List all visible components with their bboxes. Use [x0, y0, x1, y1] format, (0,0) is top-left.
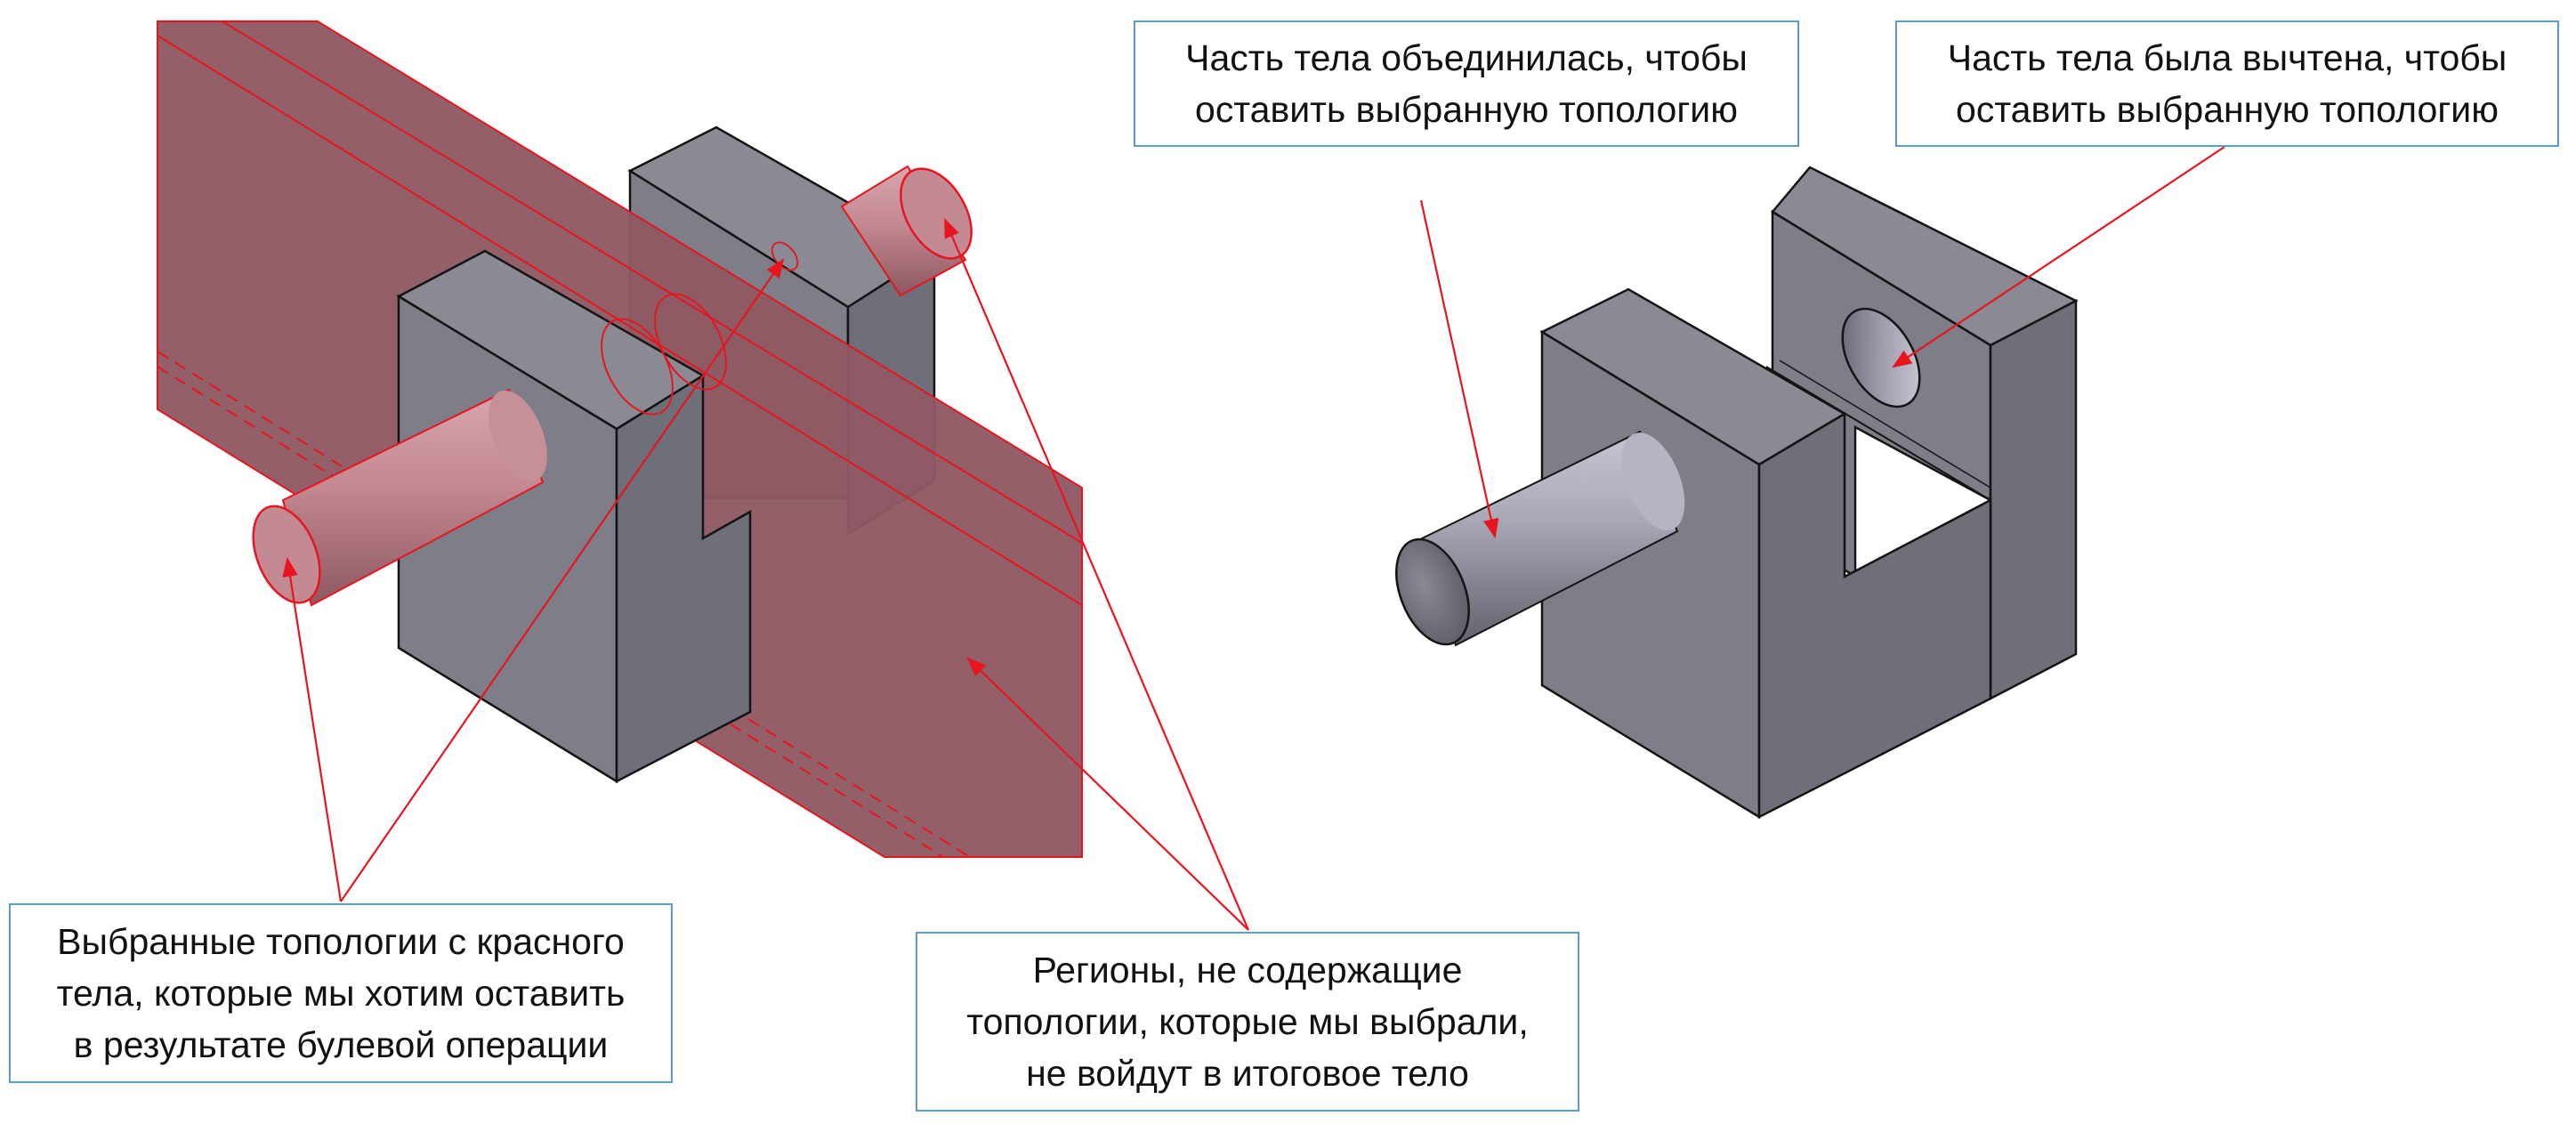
- callout-subtract: Часть тела была вычтена, чтобы оставить …: [1895, 20, 2559, 147]
- red-sheet-edge-upper: [222, 20, 1083, 544]
- callout-regions-line-1: Регионы, не содержащие: [1032, 950, 1463, 991]
- result-cylinder-back-cap: [1621, 433, 1685, 530]
- callout-union: Часть тела объединилась, чтобы оставить …: [1134, 20, 1799, 147]
- callout-union-line-1: Часть тела объединилась, чтобы: [1185, 37, 1748, 78]
- callout-excluded-regions: Регионы, не содержащие топологии, которы…: [916, 932, 1579, 1112]
- front-cylinder-back-cap: [489, 390, 547, 482]
- arrow-subtract-to-hole: [1892, 146, 2225, 368]
- callout-selected-topology: Выбранные топологии с красного тела, кот…: [9, 903, 673, 1083]
- callout-subtract-line-1: Часть тела была вычтена, чтобы: [1947, 37, 2507, 78]
- front-cylinder: [252, 388, 547, 607]
- hole-outlines: [601, 241, 799, 416]
- hole-outline-2: [654, 293, 727, 391]
- left-assembly: [157, 20, 1083, 858]
- callout-selected-line-3: в результате булевой операции: [73, 1024, 609, 1065]
- red-sheet-hidden-edge-2: [157, 366, 944, 858]
- callout-selected-line-1: Выбранные топологии с красного: [57, 921, 625, 962]
- front-cylinder-cap: [252, 505, 321, 604]
- leader-arrows: [282, 146, 2225, 931]
- red-sheet-edge-middle: [157, 35, 1083, 606]
- result-right-side: [1989, 298, 2078, 701]
- callout-regions-line-3: не войдут в итоговое тело: [1026, 1053, 1469, 1094]
- arrow-regions-to-rear-cap: [943, 217, 1250, 931]
- rear-cylinder-body: [840, 165, 967, 297]
- arrow-selected-to-front-cap: [282, 556, 343, 902]
- result-gap-edge: [1765, 366, 1991, 501]
- result-cylinder-cap: [1395, 538, 1470, 646]
- arrow-regions-to-sheet: [966, 657, 1249, 931]
- callout-regions-line-2: топологии, которые мы выбрали,: [966, 1001, 1529, 1042]
- callout-subtract-line-2: оставить выбранную топологию: [1956, 89, 2499, 130]
- callout-selected-line-2: тела, которые мы хотим оставить: [56, 973, 626, 1014]
- result-gap-edge-2: [1779, 360, 1991, 489]
- callout-union-line-2: оставить выбранную топологию: [1195, 89, 1738, 130]
- right-result-body: [1395, 166, 2079, 820]
- arrow-selected-to-small-hole: [340, 258, 785, 902]
- arrow-union-to-cylinder: [1419, 199, 1499, 539]
- result-hole: [1841, 307, 1921, 408]
